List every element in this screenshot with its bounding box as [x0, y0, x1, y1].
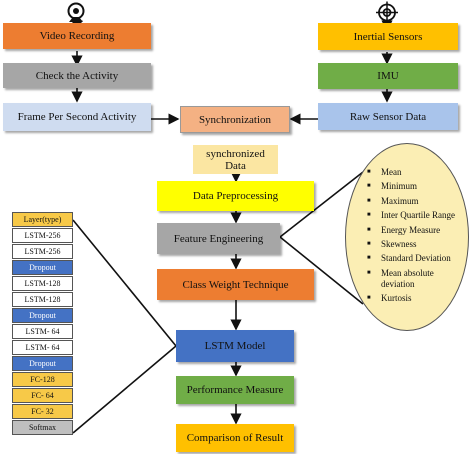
layer-cell: LSTM-128 — [12, 292, 73, 307]
imu-box: IMU — [318, 63, 458, 89]
webcam-icon — [67, 2, 85, 22]
performance-measure-label: Performance Measure — [186, 384, 284, 396]
check-activity-box: Check the Activity — [3, 63, 151, 88]
performance-measure-box: Performance Measure — [176, 376, 294, 404]
lstm-model-box: LSTM Model — [176, 330, 294, 362]
layer-cell: LSTM- 64 — [12, 340, 73, 355]
lstm-model-label: LSTM Model — [204, 340, 266, 352]
feature-engineering-box: Feature Engineering — [157, 223, 280, 254]
synchronization-box: Synchronization — [180, 106, 290, 133]
feature-item: Inter Quartile Range — [367, 210, 459, 221]
video-recording-label: Video Recording — [39, 30, 115, 42]
inertial-sensors-box: Inertial Sensors — [318, 23, 458, 50]
synchronized-data-label: synchronized Data — [206, 147, 265, 172]
layer-cell: Dropout — [12, 308, 73, 323]
data-preprocessing-label: Data Preprocessing — [192, 190, 279, 202]
sensor-target-icon — [376, 1, 398, 24]
raw-sensor-data-label: Raw Sensor Data — [349, 110, 427, 123]
layer-cell: LSTM-128 — [12, 276, 73, 291]
layer-cell: Softmax — [12, 420, 73, 435]
check-activity-label: Check the Activity — [35, 69, 119, 82]
frame-per-second-label: Frame Per Second Activity — [17, 111, 137, 123]
layer-cell: LSTM-256 — [12, 244, 73, 259]
synchronized-data-box: synchronized Data — [193, 145, 278, 174]
feature-item: Minimum — [367, 181, 459, 192]
feature-item: Energy Measure — [367, 225, 459, 236]
feature-item: Maximum — [367, 196, 459, 207]
feature-item: Standard Deviation — [367, 253, 459, 264]
layer-cell: Dropout — [12, 260, 73, 275]
layer-cell: Layer(type) — [12, 212, 73, 227]
data-preprocessing-box: Data Preprocessing — [157, 181, 314, 211]
frame-per-second-box: Frame Per Second Activity — [3, 103, 151, 131]
feature-item: Kurtosis — [367, 293, 459, 304]
layer-cell: LSTM- 64 — [12, 324, 73, 339]
features-list: Mean Minimum Maximum Inter Quartile Rang… — [367, 167, 459, 308]
layer-cell: LSTM-256 — [12, 228, 73, 243]
feature-item: Skewness — [367, 239, 459, 250]
synchronization-label: Synchronization — [198, 113, 272, 126]
inertial-sensors-label: Inertial Sensors — [353, 30, 423, 43]
layer-cell: FC- 32 — [12, 404, 73, 419]
feature-item: Mean — [367, 167, 459, 178]
raw-sensor-data-box: Raw Sensor Data — [318, 103, 458, 130]
imu-label: IMU — [377, 70, 399, 82]
video-recording-box: Video Recording — [3, 23, 151, 49]
layer-cell: FC- 64 — [12, 388, 73, 403]
layer-cell: Dropout — [12, 356, 73, 371]
feature-item: Mean absolute deviation — [367, 268, 459, 290]
comparison-result-box: Comparison of Result — [176, 424, 294, 452]
feature-engineering-label: Feature Engineering — [173, 232, 264, 245]
class-weight-box: Class Weight Technique — [157, 269, 314, 300]
layer-cell: FC-128 — [12, 372, 73, 387]
class-weight-label: Class Weight Technique — [182, 278, 289, 291]
comparison-result-label: Comparison of Result — [186, 432, 284, 444]
